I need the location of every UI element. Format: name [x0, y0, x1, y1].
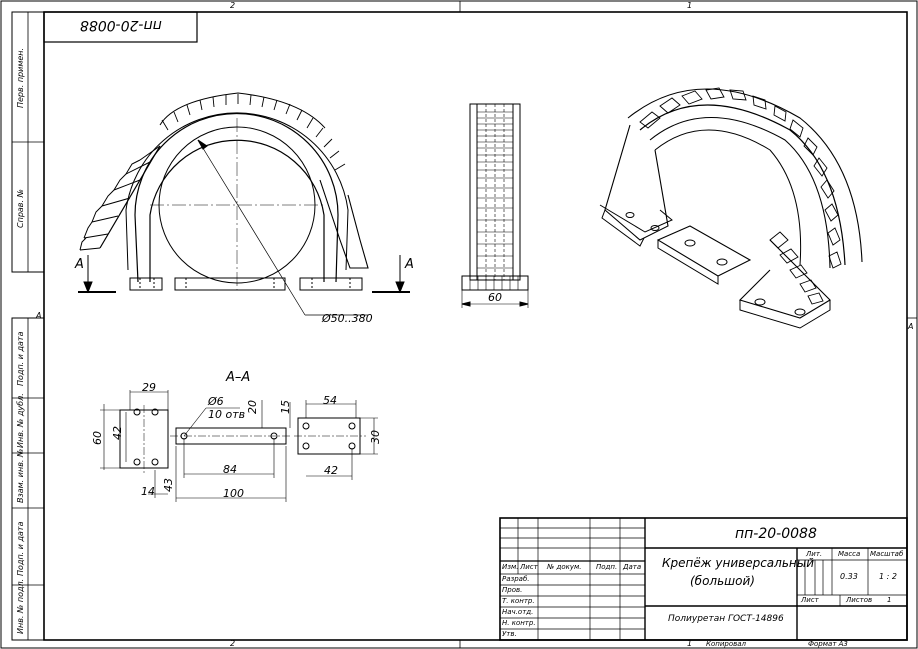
dim-29: 29 [142, 381, 156, 394]
row-razrab: Разраб. [502, 575, 530, 583]
dim-100: 100 [223, 487, 244, 500]
side-label-podp-data-1: Подп. и дата [16, 331, 25, 387]
value-sheets: 1 [887, 596, 892, 604]
dim-42-vertical: 42 [111, 426, 124, 440]
dim-42-horizontal: 42 [324, 464, 338, 477]
col-doc: № докум. [547, 563, 582, 571]
top-stamp-designation: пп-20-0088 [80, 17, 162, 33]
front-teeth [159, 92, 346, 171]
section-marker-right: А [405, 257, 414, 272]
side-label-inv-dubl: Инв. № дубл. [16, 393, 25, 448]
value-scale: 1 : 2 [879, 572, 897, 581]
side-label-vzam-inv: Взам. инв. № [16, 448, 25, 503]
isometric-view [599, 87, 863, 329]
section-view [100, 390, 378, 502]
section-title: А–А [226, 370, 251, 385]
col-izm: Изм. [502, 563, 519, 571]
row-tkontr: Т. контр. [502, 597, 535, 605]
row-prov: Пров. [502, 586, 523, 594]
row-nachotd: Нач.отд. [502, 608, 534, 616]
side-view [461, 103, 529, 308]
title-name-line1: Крепёж универсальный [662, 556, 815, 570]
front-left-ladder [79, 145, 161, 251]
zone-mark-top-left: 2 [230, 1, 236, 10]
title-designation: пп-20-0088 [735, 526, 817, 542]
zone-mark-bottom-right: 1 [687, 639, 693, 648]
section-marker-left: А [75, 257, 84, 272]
label-sheet: Лист [801, 596, 819, 604]
zone-mark-right: A [908, 322, 914, 331]
dim-diameter-range: Ø50..380 [322, 312, 373, 325]
side-label-inv-podl: Инв. № подл. [16, 578, 25, 634]
label-sheets: Листов [846, 596, 873, 604]
side-label-sprav-no: Справ. № [16, 189, 25, 228]
dim-side-width: 60 [488, 291, 502, 304]
row-utv: Утв. [502, 630, 517, 638]
dim-15: 15 [279, 400, 292, 414]
label-format: Формат А3 [808, 640, 848, 648]
dim-43: 43 [162, 478, 175, 492]
col-data: Дата [623, 563, 642, 571]
title-block-lines [499, 517, 908, 641]
dim-30: 30 [369, 430, 382, 444]
front-feet [129, 277, 363, 291]
dim-84: 84 [223, 463, 237, 476]
side-label-podp-data-2: Подп. и дата [16, 521, 25, 577]
row-nkontr: Н. контр. [502, 619, 536, 627]
side-label-perv-primen: Перв. примен. [16, 47, 25, 108]
label-kopiroval: Копировал [706, 640, 746, 648]
dim-hole-count: 10 отв [208, 408, 246, 421]
col-podp: Подп. [596, 563, 618, 571]
label-masshtab: Масштаб [870, 550, 904, 558]
zone-mark-left: A [36, 311, 42, 320]
dim-hole-diameter: Ø6 [208, 395, 224, 408]
zone-mark-top-right: 1 [687, 1, 693, 10]
dim-20: 20 [246, 400, 259, 414]
label-massa: Масса [838, 550, 861, 558]
label-lit: Лит. [806, 550, 823, 558]
dim-60: 60 [91, 431, 104, 445]
front-view [78, 92, 410, 316]
value-massa: 0.33 [840, 572, 858, 581]
dim-54: 54 [323, 394, 337, 407]
zone-mark-bottom-left: 2 [230, 639, 236, 648]
title-name-line2: (большой) [690, 574, 755, 588]
title-material: Полиуретан ГОСТ-14896 [668, 614, 784, 624]
col-list: Лист [520, 563, 538, 571]
dim-14: 14 [141, 485, 155, 498]
